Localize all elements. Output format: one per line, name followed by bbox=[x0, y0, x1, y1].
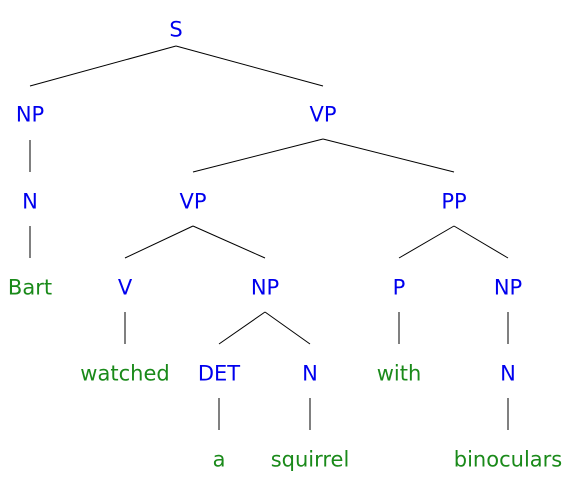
edge-s-np bbox=[29, 45, 177, 87]
word-bart: Bart bbox=[7, 275, 53, 300]
edge-vp-pp bbox=[322, 138, 455, 173]
edge-vp-vp bbox=[192, 138, 324, 173]
node-det: DET bbox=[197, 361, 241, 386]
node-vp-top: VP bbox=[309, 102, 337, 127]
edge-vp-v bbox=[124, 225, 194, 259]
edge-np-det bbox=[218, 311, 266, 345]
node-np-object: NP bbox=[250, 275, 280, 300]
node-n-pp: N bbox=[500, 361, 516, 386]
node-p: P bbox=[392, 275, 406, 300]
node-np-pp: NP bbox=[493, 275, 523, 300]
node-s: S bbox=[169, 17, 183, 42]
edge-np-n bbox=[264, 311, 311, 345]
edge-pp-p bbox=[398, 225, 455, 259]
edge-vp-np bbox=[192, 225, 266, 259]
node-pp: PP bbox=[441, 189, 467, 214]
node-v: V bbox=[117, 275, 133, 300]
node-n-subject: N bbox=[22, 189, 38, 214]
word-a: a bbox=[212, 447, 226, 472]
word-watched: watched bbox=[80, 361, 170, 386]
node-np-subject: NP bbox=[15, 102, 45, 127]
word-binoculars: binoculars bbox=[453, 447, 563, 472]
word-squirrel: squirrel bbox=[270, 447, 350, 472]
word-with: with bbox=[376, 361, 422, 386]
edge-s-vp bbox=[175, 45, 324, 87]
node-n-object: N bbox=[302, 361, 318, 386]
node-vp-inner: VP bbox=[179, 189, 207, 214]
edge-pp-np bbox=[453, 225, 509, 259]
